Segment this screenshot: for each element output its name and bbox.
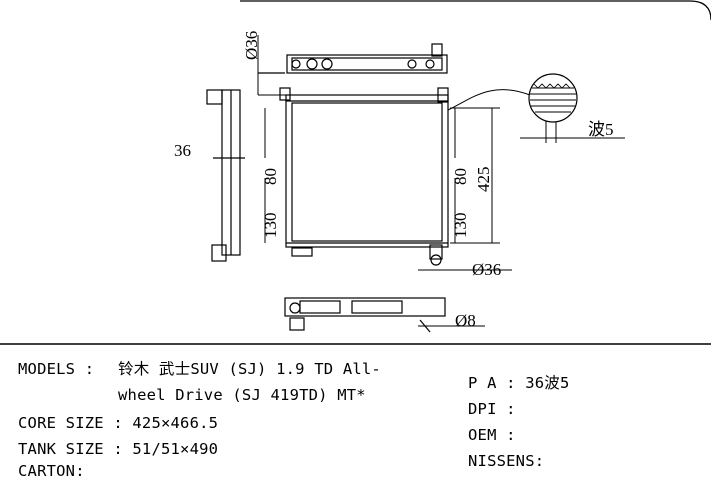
oem-value: OEM : [468, 426, 516, 444]
spec-panel: MODELS : 铃木 武士SUV (SJ) 1.9 TD All- wheel… [0, 345, 711, 480]
models-label: MODELS : [18, 360, 104, 378]
models-value-line2: wheel Drive (SJ 419TD) MT* [118, 386, 366, 404]
pa-value: P A : 36波5 [468, 374, 570, 392]
models-value-line1: 铃木 武士SUV (SJ) 1.9 TD All- [118, 360, 381, 378]
dim-height-425: 425 [474, 167, 493, 193]
radiator-technical-drawing: Ø36 36 波5 80 130 80 130 425 Ø36 Ø8 [0, 0, 711, 345]
dim-tube-diameter-small: Ø8 [455, 311, 476, 330]
drawing-frame-border [240, 0, 711, 21]
carton: CARTON: [18, 462, 85, 480]
dpi-value: DPI : [468, 400, 516, 418]
dim-lower-130: 130 [261, 213, 280, 239]
dim-right-130: 130 [451, 213, 470, 239]
fin-wave-detail [528, 73, 578, 123]
dim-side-width: 36 [174, 141, 191, 160]
radiator-side-view [206, 89, 245, 262]
bottom-tank-view [284, 297, 446, 333]
tank-size: TANK SIZE : 51/51×490 [18, 440, 219, 458]
dim-tube-diameter-top: Ø36 [242, 31, 261, 60]
dim-right-80: 80 [451, 168, 470, 185]
core-size: CORE SIZE : 425×466.5 [18, 414, 219, 432]
nissens-value: NISSENS: [468, 452, 545, 470]
top-tank-view [258, 43, 448, 74]
dim-upper-80: 80 [261, 168, 280, 185]
dim-fin-wave: 波5 [588, 120, 614, 139]
dimension-lines [257, 35, 625, 327]
dim-tube-diameter-bottom: Ø36 [472, 260, 501, 279]
radiator-front-view [279, 87, 449, 266]
